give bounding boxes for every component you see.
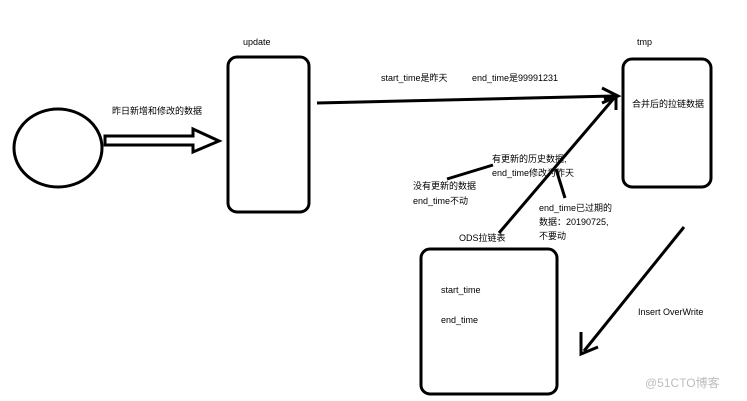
- expired-label-line3: 不要动: [539, 231, 567, 241]
- watermark: @51CTO博客: [645, 376, 720, 390]
- ods-to-tmp-arrow: [497, 96, 617, 234]
- left-arrow-caption: 昨日新增和修改的数据: [112, 106, 203, 116]
- start-time-yesterday-label: start_time是昨天: [381, 73, 448, 83]
- no-update-label-line2: end_time不动: [413, 196, 469, 206]
- tmp-box: [621, 57, 713, 189]
- no-update-label-line1: 没有更新的数据: [413, 181, 477, 191]
- insert-overwrite-label: Insert OverWrite: [638, 307, 704, 317]
- ods-start-time-label: start_time: [441, 285, 481, 295]
- update-to-tmp-arrow: [316, 94, 615, 105]
- expired-label-line1: end_time已过期的: [539, 203, 613, 213]
- history-updated-label-line2: end_time修改为昨天: [492, 168, 575, 178]
- expired-pointer: [554, 168, 567, 199]
- history-updated-label-line1: 有更新的历史数据,: [492, 154, 567, 164]
- merged-chain-data-label: 合并后的拉链数据: [632, 99, 705, 109]
- expired-label-line2: 数据：20190725,: [539, 217, 609, 227]
- tmp-label: tmp: [637, 37, 653, 47]
- ods-box: [419, 247, 559, 396]
- ods-chain-table-label: ODS拉链表: [459, 233, 506, 243]
- start-circle: [12, 107, 104, 189]
- update-to-tmp-arrowhead: [601, 86, 622, 105]
- end-time-99991231-label: end_time是99991231: [472, 73, 559, 83]
- tmp-to-ods-arrow: [582, 226, 686, 352]
- no-update-pointer: [446, 163, 494, 181]
- update-label: update: [243, 37, 271, 47]
- ods-end-time-label: end_time: [441, 315, 479, 325]
- tmp-to-ods-arrowhead: [579, 332, 599, 357]
- ods-to-tmp-arrowhead: [603, 94, 618, 110]
- hollow-arrow: [103, 126, 223, 155]
- update-box: [226, 55, 311, 214]
